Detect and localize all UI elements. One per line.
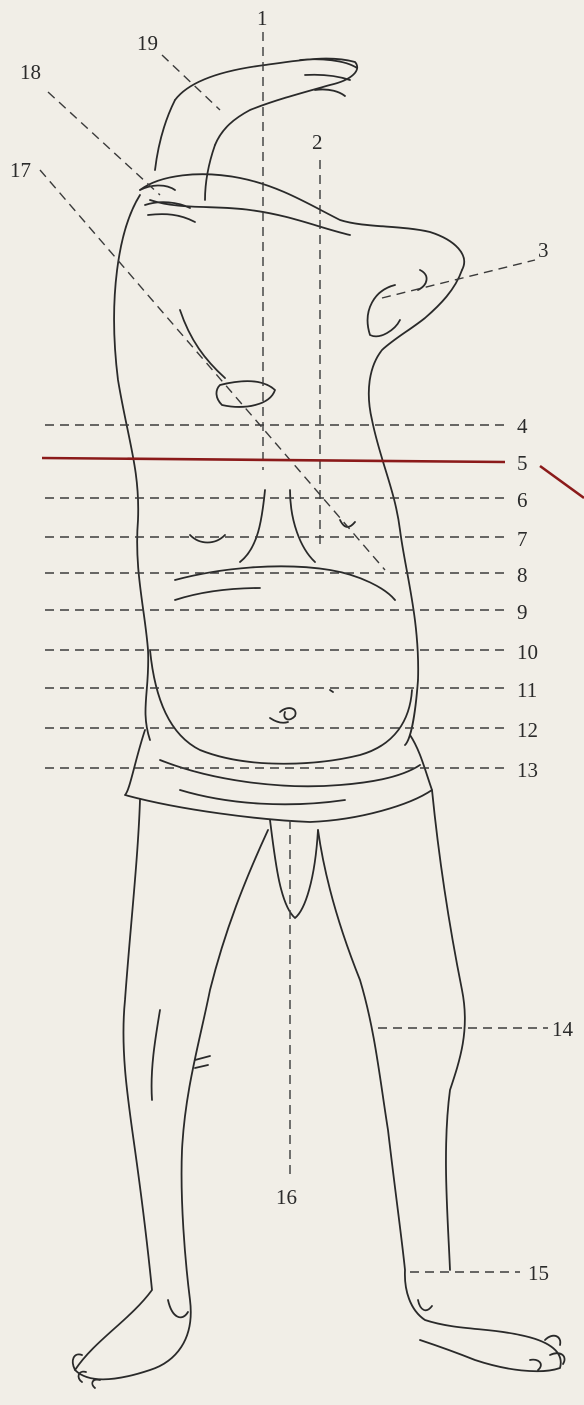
diagonal-line-18 <box>48 92 160 195</box>
diagonal-line-19 <box>162 55 220 110</box>
label-14: 14 <box>552 1019 573 1040</box>
label-4: 4 <box>517 416 528 437</box>
label-1: 1 <box>257 8 268 29</box>
label-5: 5 <box>517 453 528 474</box>
label-2: 2 <box>312 132 323 153</box>
label-17: 17 <box>10 160 31 181</box>
label-19: 19 <box>137 33 158 54</box>
label-6: 6 <box>517 490 528 511</box>
highlight-pointer <box>540 466 584 498</box>
label-7: 7 <box>517 529 528 550</box>
label-11: 11 <box>517 680 537 701</box>
label-16: 16 <box>276 1187 297 1208</box>
label-13: 13 <box>517 760 538 781</box>
measurement-lines <box>40 32 584 1272</box>
label-3: 3 <box>538 240 549 261</box>
horizontal-line-5 <box>42 458 505 462</box>
label-18: 18 <box>20 62 41 83</box>
label-9: 9 <box>517 602 528 623</box>
label-12: 12 <box>517 720 538 741</box>
label-15: 15 <box>528 1263 549 1284</box>
label-10: 10 <box>517 642 538 663</box>
label-8: 8 <box>517 565 528 586</box>
diagonal-line-3 <box>382 260 535 298</box>
body-outline <box>73 59 565 1388</box>
